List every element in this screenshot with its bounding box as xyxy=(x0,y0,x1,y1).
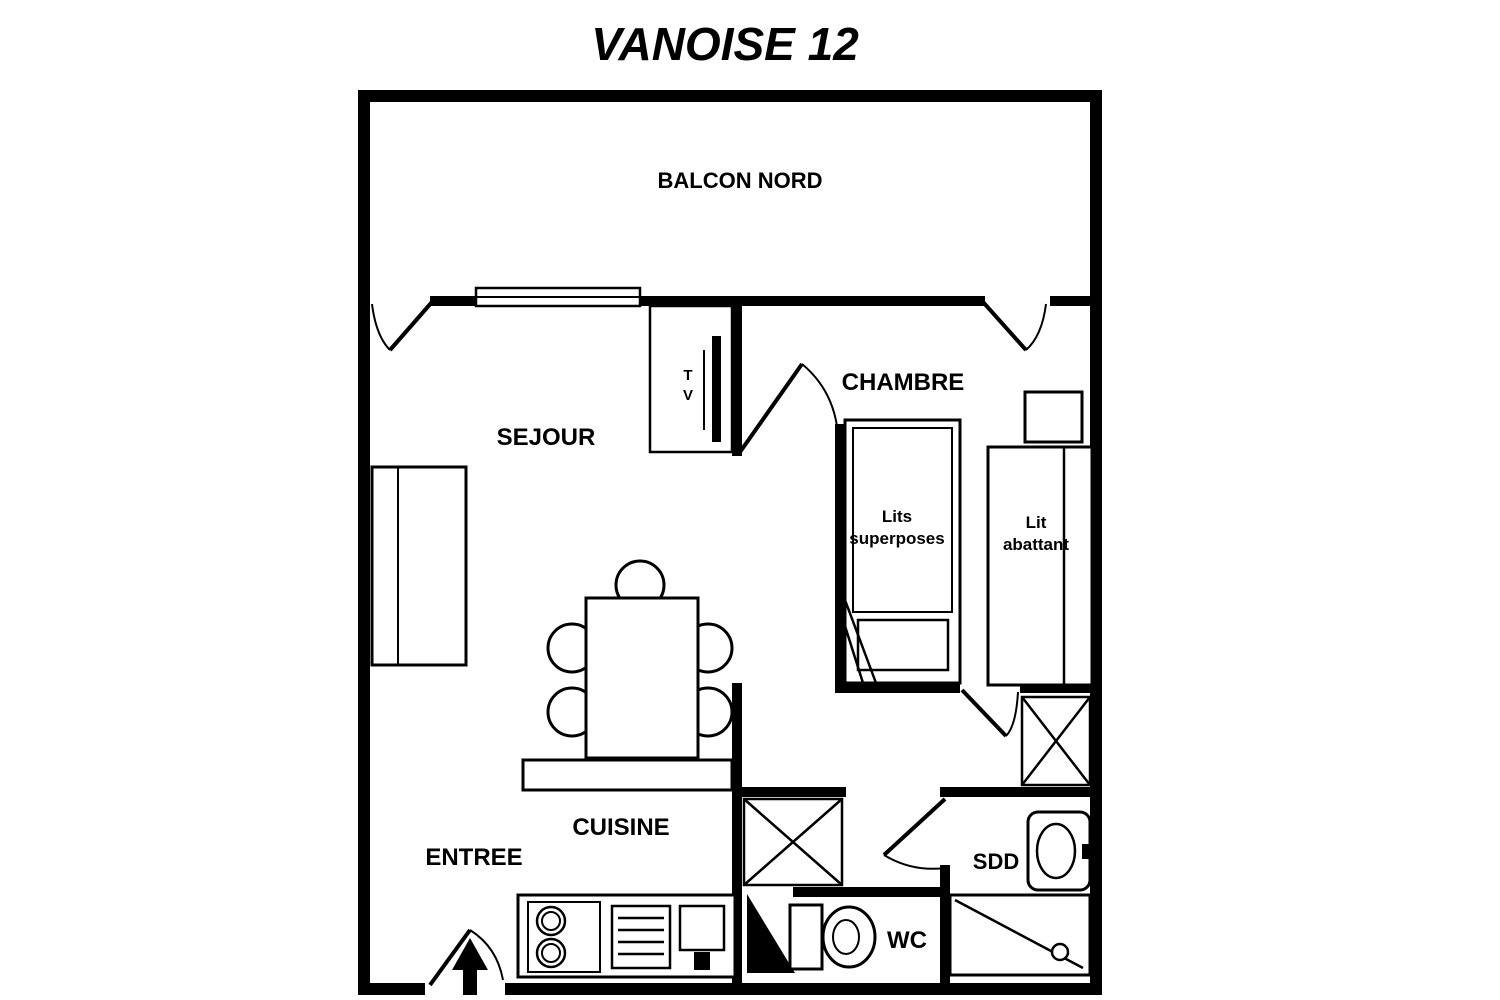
toilet xyxy=(788,903,877,971)
kitchen-bar xyxy=(521,758,734,792)
fold-bed-outline xyxy=(986,445,1094,687)
tv-unit xyxy=(648,304,734,454)
label-fold-1: Lit xyxy=(1026,513,1047,532)
interior-walls xyxy=(430,296,1090,995)
oven-block xyxy=(610,904,672,970)
wall-chambre-west xyxy=(835,424,845,693)
wall-bottom-right xyxy=(505,983,1102,995)
chambre-door-south xyxy=(960,688,1019,738)
outer-walls xyxy=(358,90,1102,995)
door-leaf xyxy=(882,797,947,857)
door-leaf xyxy=(738,362,804,454)
wall-left xyxy=(358,90,370,995)
burner-inner xyxy=(541,911,561,931)
label-bunk-1: Lits xyxy=(882,507,912,526)
door-swing-arc xyxy=(883,854,946,870)
closet-x2 xyxy=(1021,696,1091,786)
closet-sdd xyxy=(1020,695,1092,787)
entrance-arrow xyxy=(452,938,488,995)
dining-set xyxy=(546,559,734,760)
sink-tap xyxy=(1082,844,1089,859)
dining-table xyxy=(584,596,700,760)
wardrobe-outline xyxy=(370,465,468,667)
door-swing-arc xyxy=(1005,691,1019,737)
label-sdd: SDD xyxy=(973,849,1019,874)
balcony-door-left xyxy=(371,300,434,352)
fold-bed xyxy=(986,390,1094,687)
toilet-bowl-inner xyxy=(832,919,860,955)
chambre-shelf xyxy=(1023,390,1084,444)
bunk-ladder-1 xyxy=(843,599,878,684)
label-tv-t: T xyxy=(683,367,692,384)
wall-right xyxy=(1090,90,1102,995)
shower-drain xyxy=(1050,942,1070,962)
wall-balcony-seg3 xyxy=(1050,296,1090,306)
bunk-ladder-2 xyxy=(843,625,865,684)
label-sejour: SEJOUR xyxy=(497,424,596,451)
label-bunk-2: superposes xyxy=(849,529,944,548)
wall-closet-top xyxy=(732,787,846,797)
label-tv-v: V xyxy=(683,387,693,404)
kitchen-counter xyxy=(516,893,737,979)
balcony-window xyxy=(474,286,642,308)
entrance-door xyxy=(428,928,504,995)
closet-hall xyxy=(742,797,844,887)
door-leaf xyxy=(981,300,1028,352)
wall-corridor xyxy=(732,683,742,995)
page-title: VANOISE 12 xyxy=(591,18,859,70)
label-fold-2: abattant xyxy=(1003,535,1069,554)
bunk-bed xyxy=(843,418,962,685)
wall-bottom-left xyxy=(358,983,425,995)
wall-chambre-south-1 xyxy=(835,683,960,693)
wall-top xyxy=(358,90,1102,102)
closet-x2 xyxy=(743,798,843,886)
label-chambre: CHAMBRE xyxy=(842,369,965,396)
wall-tv xyxy=(732,296,742,456)
sink-basin xyxy=(1035,822,1077,880)
shower xyxy=(948,893,1092,977)
bunk-bed-mattress xyxy=(852,427,953,613)
wall-chambre-south-2 xyxy=(1020,683,1090,693)
door-swing-arc xyxy=(1025,303,1047,351)
wall-sdd-west xyxy=(940,865,950,995)
burner-inner xyxy=(541,943,561,963)
wc-door xyxy=(747,894,795,973)
wardrobe xyxy=(370,465,468,667)
door-swing-arc xyxy=(801,363,838,427)
tv-screen xyxy=(712,336,721,442)
door-leaf xyxy=(960,688,1008,738)
door-leaf xyxy=(428,928,472,987)
label-balcon-nord: BALCON NORD xyxy=(658,168,823,193)
sink xyxy=(1026,810,1092,892)
wall-balcony-seg2 xyxy=(640,296,985,306)
chambre-door-north xyxy=(738,362,838,454)
kitchen-sink xyxy=(678,904,726,952)
door-swing-arc xyxy=(469,929,504,981)
label-entree: ENTREE xyxy=(425,844,522,871)
label-wc: WC xyxy=(887,927,927,954)
door-leaf xyxy=(388,300,434,352)
label-cuisine: CUISINE xyxy=(572,814,669,841)
bunk-bed-pillow xyxy=(856,618,950,672)
wall-wc-north xyxy=(793,887,950,897)
wall-balcony-seg1 xyxy=(430,296,477,306)
wall-sdd-north xyxy=(940,787,1090,797)
door-swing-arc xyxy=(371,303,391,351)
kitchen-tap xyxy=(694,952,710,970)
balcony-door-right xyxy=(981,300,1047,352)
sdd-door xyxy=(882,797,947,870)
toilet-tank xyxy=(788,903,824,971)
